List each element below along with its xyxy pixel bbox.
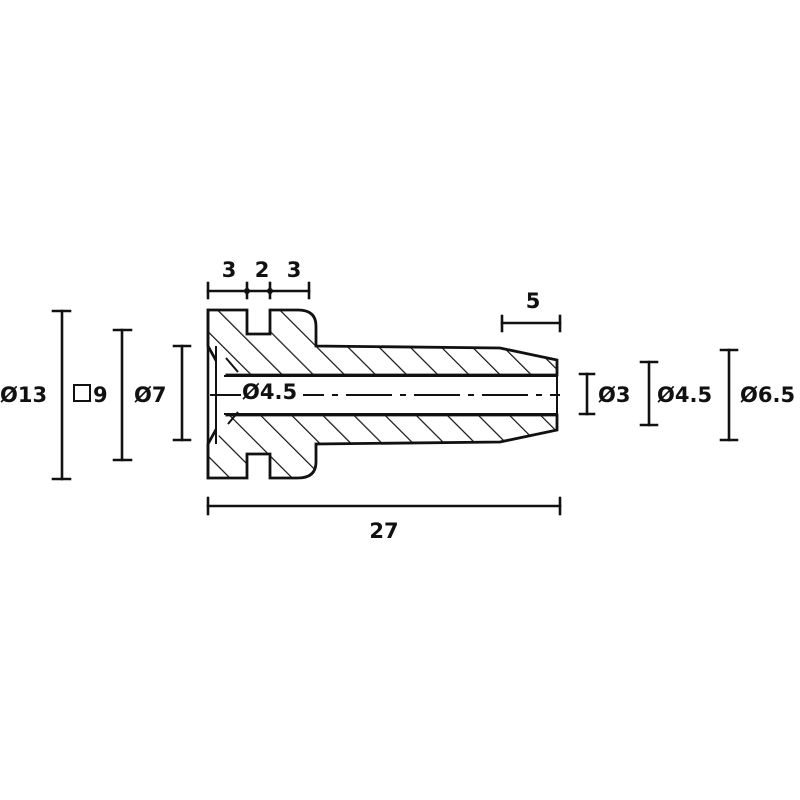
square-label: 9 (93, 383, 108, 407)
dia45-label: Ø4.5 (657, 383, 712, 407)
square-symbol-icon (73, 384, 91, 402)
dia7-label: Ø7 (134, 383, 166, 407)
dia65-label: Ø6.5 (740, 383, 795, 407)
top-dim-dot-2 (267, 288, 273, 294)
dia13-label: Ø13 (0, 383, 47, 407)
bore-label-bg (241, 378, 303, 402)
tip-dim-label: 5 (526, 289, 541, 313)
top-dim-label-1: 3 (222, 258, 237, 282)
bore-diameter-label: Ø4.5 (242, 380, 297, 404)
top-dim-dot-1 (244, 288, 250, 294)
dia3-label: Ø3 (598, 383, 630, 407)
total-dim-label: 27 (369, 519, 398, 543)
bore-leader-2 (227, 411, 239, 425)
part-section-upper (206, 308, 559, 377)
top-dim-label-2: 2 (255, 258, 270, 282)
bore-leader (225, 357, 239, 373)
top-dim-label-3: 3 (287, 258, 302, 282)
part-section-lower (206, 413, 559, 480)
